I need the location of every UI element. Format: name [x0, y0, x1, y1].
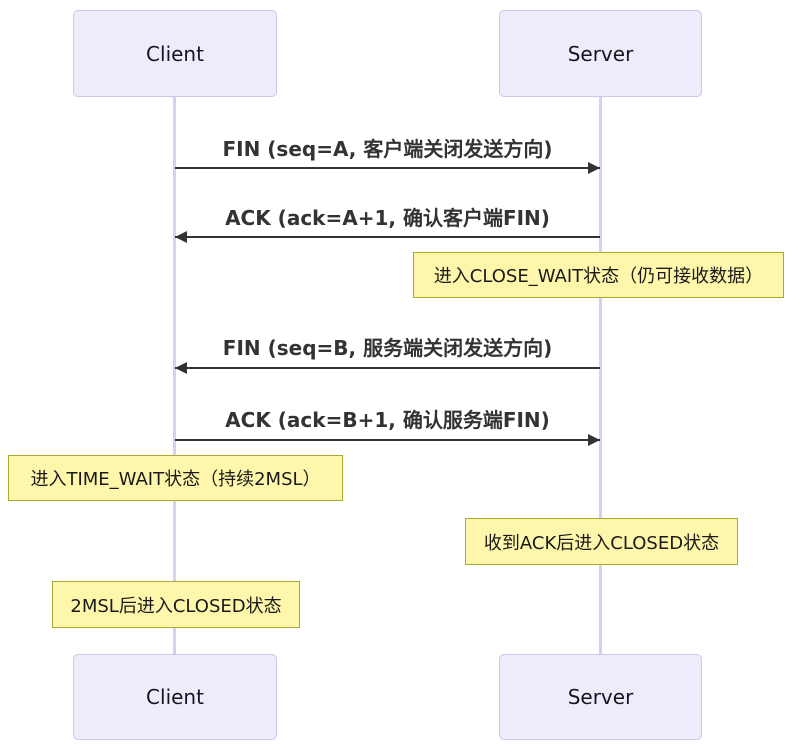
note-time-wait: 进入TIME_WAIT状态（持续2MSL）	[8, 455, 343, 501]
actor-server-bottom: Server	[499, 654, 702, 740]
message-fin-server-line	[175, 367, 600, 369]
message-fin-client-line	[175, 167, 600, 169]
message-fin-client: FIN (seq=A, 客户端关闭发送方向)	[222, 136, 553, 161]
actor-client-top: Client	[73, 10, 277, 97]
message-ack-client-fin: ACK (ack=A+1, 确认客户端FIN)	[225, 205, 550, 230]
note-close-wait: 进入CLOSE_WAIT状态（仍可接收数据）	[413, 252, 784, 298]
message-fin-server: FIN (seq=B, 服务端关闭发送方向)	[222, 335, 553, 360]
arrowhead-left-icon	[175, 231, 187, 243]
note-server-closed: 收到ACK后进入CLOSED状态	[465, 518, 738, 565]
arrowhead-right-icon	[588, 162, 600, 174]
actor-server-label: Server	[567, 41, 634, 66]
server-lifeline	[599, 97, 602, 654]
actor-client-bottom: Client	[73, 654, 277, 740]
actor-server-top: Server	[499, 10, 702, 97]
arrowhead-right-icon	[588, 434, 600, 446]
actor-client-label: Client	[146, 685, 204, 709]
message-ack-server-fin: ACK (ack=B+1, 确认服务端FIN)	[225, 407, 550, 432]
actor-server-label: Server	[567, 685, 634, 709]
message-ack-server-fin-line	[175, 439, 600, 441]
client-lifeline	[173, 97, 176, 654]
actor-client-label: Client	[146, 41, 204, 66]
note-client-closed: 2MSL后进入CLOSED状态	[52, 581, 300, 628]
arrowhead-left-icon	[175, 362, 187, 374]
message-ack-client-fin-line	[175, 236, 600, 238]
